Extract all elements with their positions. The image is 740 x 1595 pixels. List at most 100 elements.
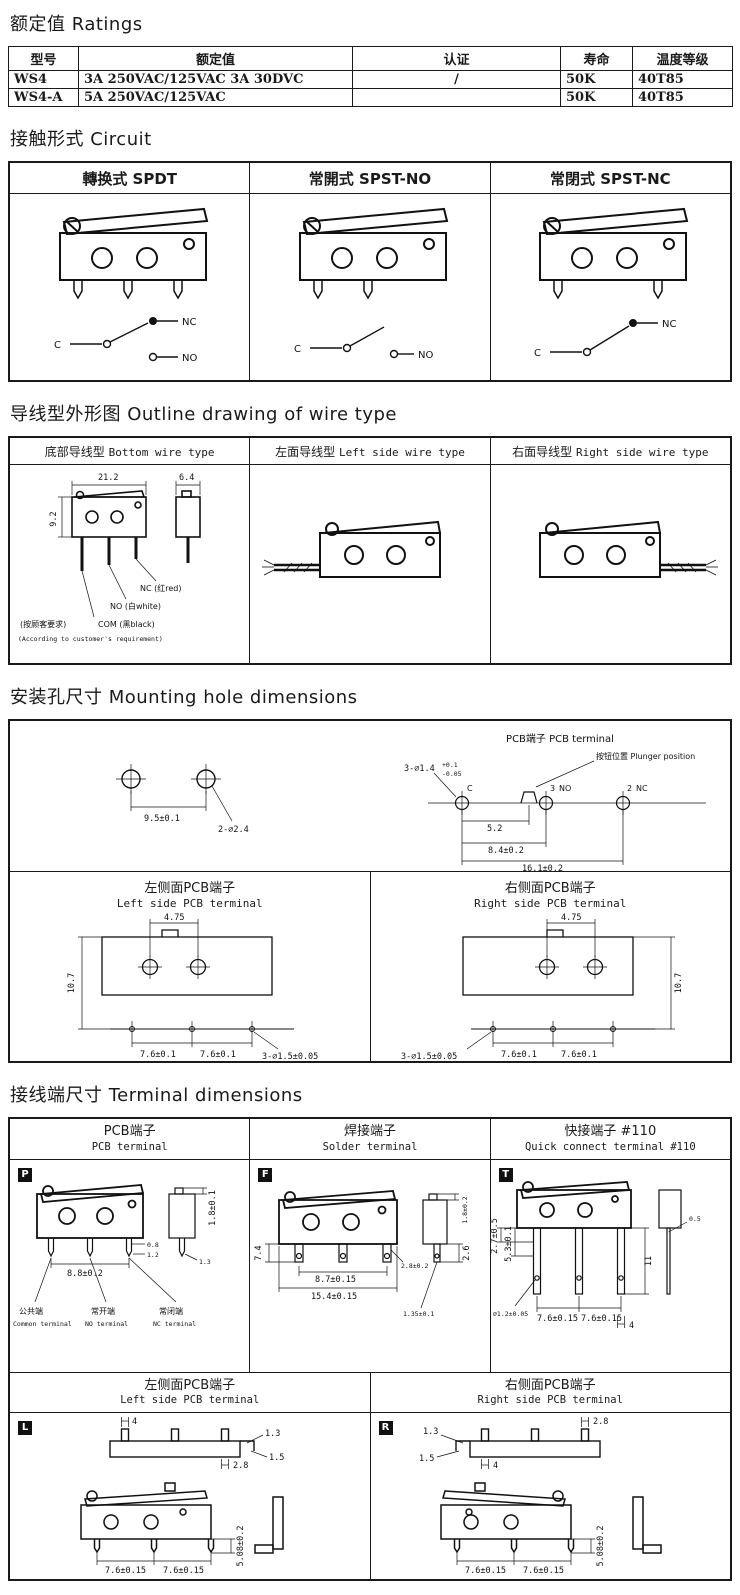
dim-label: 0.8 <box>147 1241 159 1249</box>
terminal-c-label: C <box>534 348 541 359</box>
dim-label: 2.8 <box>233 1461 248 1471</box>
terminal-c-label: C <box>54 340 61 351</box>
circuit-box: 轉换式 SPDT <box>8 161 732 382</box>
outline-drawing-area: 21.2 6.4 9.2 NC (红red) NO (白white) (按顾客要… <box>10 465 249 663</box>
dim-label: 15.4±0.15 <box>311 1292 357 1302</box>
header-en: Right side PCB terminal <box>477 1394 623 1407</box>
dim-label: 1.35±0.1 <box>403 1310 434 1318</box>
header-en: PCB terminal <box>91 1140 168 1153</box>
customer-note-en: (According to customer's requirement) <box>18 635 163 643</box>
dim-label: 7.6±0.15 <box>523 1566 564 1576</box>
dim-label: 4.75 <box>561 913 581 923</box>
dim-label: 6.4 <box>179 473 194 483</box>
terminal-cell-solder: 焊接端子 Solder terminal F <box>249 1119 490 1372</box>
mounting-box: 9.5±0.1 2-⌀2.4 PCB端子 PCB terminal 按钮位置 P… <box>8 719 732 1063</box>
common-terminal-en: Common terminal <box>13 1320 72 1328</box>
outline-header-left: 左面导线型 Left side wire type <box>250 438 490 465</box>
quick-connect-terminal-drawing: 2.7±0.5 5.3±0.1 11 ⌀1.2±0.05 7.6±0.15 7.… <box>491 1180 701 1331</box>
dim-label: 7.6±0.15 <box>581 1314 622 1324</box>
dim-label: 7.6±0.1 <box>200 1050 236 1060</box>
terminal-bottom-row: 左侧面PCB端子 Left side PCB terminal L <box>10 1371 731 1580</box>
plunger-position-label: 按钮位置 Plunger position <box>596 751 695 761</box>
dim-label: 8.7±0.15 <box>315 1275 356 1285</box>
outline-title: 导线型外形图 Outline drawing of wire type <box>10 404 398 425</box>
no-terminal-cn: 常开端 <box>91 1306 115 1316</box>
dim-label: 7.6±0.15 <box>537 1314 578 1324</box>
terminal-drawing-area: R <box>371 1413 731 1579</box>
dim-label: 7.6±0.15 <box>105 1566 146 1576</box>
outline-cell-left: 左面导线型 Left side wire type <box>249 438 490 663</box>
table-row: WS4-A 5A 250VAC/125VAC 50K 40T85 <box>8 88 733 107</box>
badge-l: L <box>18 1421 32 1436</box>
right-side-pcb-drawing: 4.75 10.7 7.6±0.1 7.6±0.1 3-⌀1.5±0.05 <box>401 913 684 1061</box>
rating-cell: 5A 250VAC/125VAC <box>78 88 353 107</box>
dim-label: 5.08±0.2 <box>596 1526 606 1567</box>
badge-p: P <box>18 1167 32 1182</box>
col-header-cert: 认证 <box>352 46 561 71</box>
badge-t: T <box>498 1167 513 1182</box>
spst-no-switch-drawing: C NO <box>294 207 449 361</box>
terminal-box: PCB端子 PCB terminal P <box>8 1117 732 1582</box>
circuit-header-spst-no: 常開式 SPST-NO <box>250 163 490 194</box>
dim-label: 1.3 <box>199 1258 211 1266</box>
dim-label: 2.8 <box>593 1417 608 1427</box>
bottom-wire-drawing: 21.2 6.4 9.2 NC (红red) NO (白white) (按顾客要… <box>18 473 201 643</box>
dim-label: 4 <box>132 1417 137 1427</box>
mounting-drawing-area: 4.75 10.7 7.6±0.1 7.6±0.1 3-⌀1.5±0.05 <box>371 911 731 1061</box>
terminal-cell-pcb: PCB端子 PCB terminal P <box>10 1119 250 1372</box>
dim-label: 9.2 <box>49 511 59 526</box>
terminal-cell-left-side: 左侧面PCB端子 Left side PCB terminal L <box>10 1373 370 1580</box>
terminal-top-row: PCB端子 PCB terminal P <box>10 1119 730 1372</box>
outline-header-right: 右面导线型 Right side wire type <box>490 438 730 465</box>
circuit-header-spdt: 轉换式 SPDT <box>10 163 250 194</box>
header-cn: 右面导线型 <box>512 445 573 459</box>
dim-label: 1.5 <box>419 1454 434 1464</box>
dim-label: 11 <box>644 1255 654 1265</box>
dim-label: 5.08±0.2 <box>236 1526 246 1567</box>
dim-label: 7.6±0.1 <box>501 1050 537 1060</box>
terminal-drawing-area: L <box>10 1413 370 1579</box>
dim-label: 1.8±0.2 <box>461 1196 469 1223</box>
common-terminal-cn: 公共端 <box>19 1306 43 1316</box>
header-en: Left side PCB terminal <box>116 897 263 911</box>
header-en: Bottom wire type <box>108 446 215 459</box>
badge-r: R <box>378 1421 393 1436</box>
dim-label: 9.5±0.1 <box>144 814 180 824</box>
dim-label: 2.8±0.2 <box>401 1262 428 1270</box>
dim-label: 7.6±0.1 <box>140 1050 176 1060</box>
circuit-drawing-area: C NO <box>250 194 489 380</box>
right-wire-drawing <box>539 520 719 578</box>
right-side-pcb-terminal-drawing: 2.8 1.3 1.5 4 5.08±0.2 7.6±0.15 7.6±0.15 <box>419 1417 662 1576</box>
mounting-left-header: 左侧面PCB端子 Left side PCB terminal <box>10 872 370 911</box>
col-header-life: 寿命 <box>560 46 633 71</box>
header-cn: PCB端子 <box>103 1124 156 1139</box>
dim-label: 1.5 <box>269 1453 284 1463</box>
terminal-header-right-side: 右侧面PCB端子 Right side PCB terminal <box>370 1373 730 1414</box>
circuit-drawing-area: C NC <box>491 194 730 380</box>
solder-terminal-drawing: 7.4 8.7±0.15 15.4±0.15 2.8±0.2 1.35±0.1 … <box>254 1189 472 1318</box>
rating-cell: 3A 250VAC/125VAC 3A 30DVC <box>78 70 353 89</box>
ratings-table: 型号 额定值 认证 寿命 温度等级 WS4 3A 250VAC/125VAC 3… <box>8 46 733 107</box>
terminal-header-left-side: 左侧面PCB端子 Left side PCB terminal <box>10 1373 370 1414</box>
terminal-nc-label: NC <box>182 317 196 328</box>
terminal-no-label: NO <box>418 350 433 361</box>
left-side-pcb-terminal-drawing: 4 1.3 1.5 2.8 5.08±0.2 7.6±0.15 7.6±0.15 <box>80 1417 284 1576</box>
dim-label: 7.6±0.1 <box>561 1050 597 1060</box>
mounting-title: 安装孔尺寸 Mounting hole dimensions <box>10 687 358 708</box>
dim-label: 8.8±0.2 <box>67 1269 103 1279</box>
header-cn: 底部导线型 <box>44 445 105 459</box>
dim-label: 0.5 <box>689 1215 701 1223</box>
terminal-c-label: C <box>467 784 473 793</box>
model-cell: WS4 <box>8 70 79 89</box>
terminal-drawing-area: P <box>10 1160 249 1372</box>
dim-label: 2.7±0.5 <box>491 1218 500 1254</box>
mounting-top-row: 9.5±0.1 2-⌀2.4 PCB端子 PCB terminal 按钮位置 P… <box>10 721 730 874</box>
dim-label: 2-⌀2.4 <box>218 825 249 835</box>
dim-label: 4.75 <box>164 913 184 923</box>
pcb-terminal-drawing: 8.8±0.2 0.8 1.2 1.3 1.8±0.1 公共端 Common t… <box>13 1183 218 1328</box>
dim-label: 10.7 <box>67 973 77 993</box>
header-en: Solder terminal <box>322 1140 418 1153</box>
nc-terminal-cn: 常闭端 <box>159 1306 183 1316</box>
wire-no-label: NO (白white) <box>110 601 161 611</box>
